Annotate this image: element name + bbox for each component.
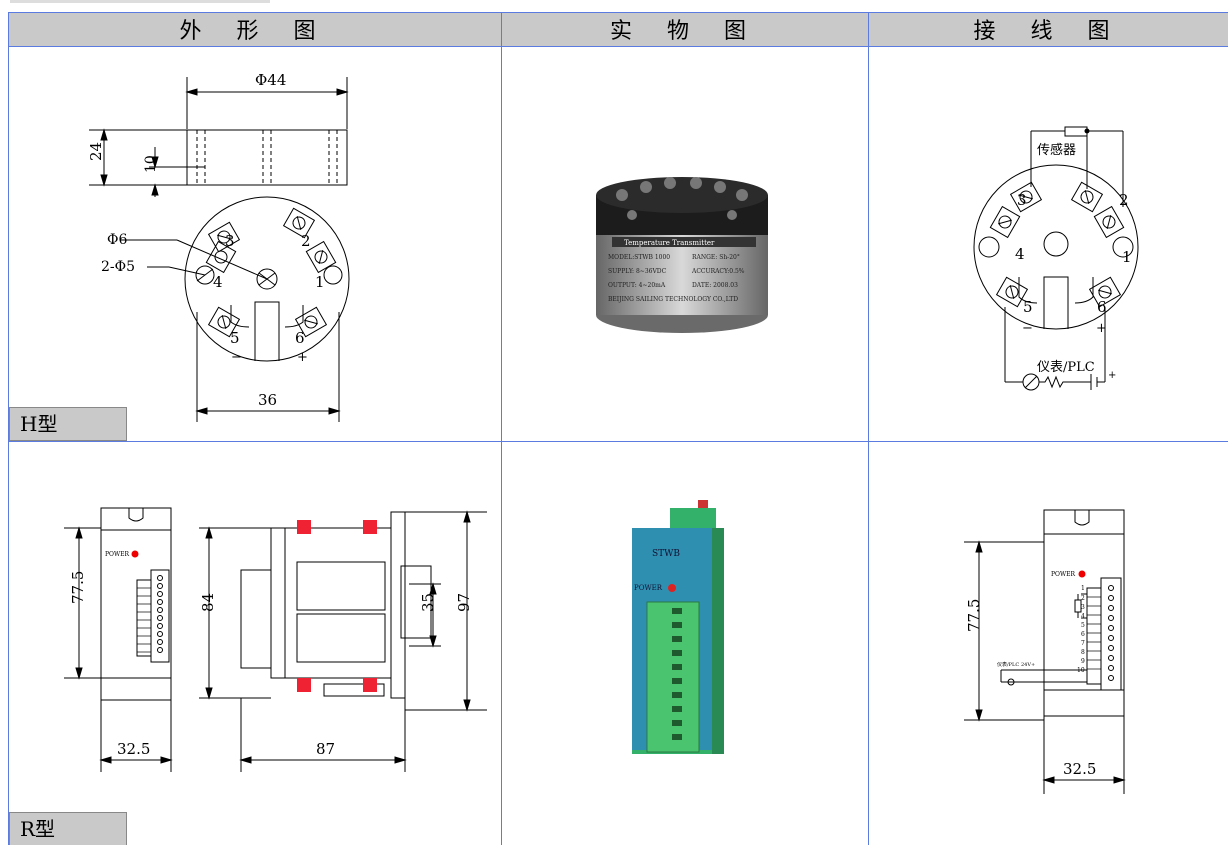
r-wiring-diagram: POWER 1 2 3 4 5 6 7 8 9 10 仪表/PLC 24V+ 7…	[964, 509, 1126, 794]
h-type-photo: Temperature Transmitter MODEL:STWB 1000 …	[502, 47, 868, 441]
header-outline: 外 形 图	[8, 12, 501, 46]
r-type-photo: STWB POWER	[502, 442, 868, 845]
photo-label-title: Temperature Transmitter	[624, 239, 715, 247]
wterm-4: 4	[1015, 245, 1025, 263]
term-2: 2	[301, 232, 311, 250]
wiring-meter-label: 仪表/PLC	[1037, 360, 1095, 375]
r-dim-97: 97	[455, 593, 473, 612]
dim-phi6: Φ6	[107, 232, 127, 248]
type-label-h: H型	[9, 407, 127, 441]
photo-label-range: RANGE: Sh-20°	[692, 254, 740, 261]
rw-term-9: 9	[1081, 658, 1085, 665]
wterm-1: 1	[1122, 248, 1132, 266]
r-type-outline-drawing: POWER 77.5 32.5 84 87 35 97 R型	[9, 442, 501, 845]
rw-dim-77-5: 77.5	[965, 599, 983, 632]
header-photo: 实 物 图	[502, 12, 868, 46]
photo-label-company: BEIJING SAILING TECHNOLOGY CO.,LTD	[608, 296, 738, 303]
dim-10: 10	[143, 155, 159, 173]
dim-24: 24	[87, 142, 105, 161]
wsign-minus: −	[1022, 321, 1033, 336]
term-5: 5	[230, 329, 240, 347]
wterm-6: 6	[1097, 298, 1107, 316]
rw-term-4: 4	[1081, 613, 1085, 620]
term-3: 3	[225, 232, 235, 250]
header-wiring: 接 线 图	[869, 12, 1228, 46]
r-dim-35: 35	[419, 593, 437, 612]
r-dim-32-5: 32.5	[117, 740, 150, 758]
r-type-wiring: POWER 1 2 3 4 5 6 7 8 9 10 仪表/PLC 24V+ 7…	[869, 442, 1228, 845]
rw-term-3: 3	[1081, 604, 1085, 611]
h-transmitter-image: Temperature Transmitter MODEL:STWB 1000 …	[596, 177, 768, 333]
rw-dim-32-5: 32.5	[1063, 760, 1096, 778]
wterm-3: 3	[1017, 191, 1027, 209]
term-6: 6	[295, 329, 305, 347]
spec-table: 外 形 图 实 物 图 接 线 图	[8, 12, 1228, 845]
h-type-wiring: 传感器 3 2 4 1 5 6 − + 仪表/PLC +	[869, 47, 1228, 441]
r-power-label: POWER	[105, 551, 130, 558]
r-transmitter-image: STWB POWER	[632, 500, 724, 754]
r-type-dimension-svg: POWER 77.5 32.5 84 87 35 97	[64, 507, 487, 772]
r-dim-84: 84	[199, 593, 217, 612]
h-type-outline-drawing: Φ44 24 10 Φ6 2-Φ5 3 2 4 1 5 6 − + 36 H型	[9, 47, 501, 441]
photo-label-date: DATE: 2008.03	[692, 282, 738, 289]
term-1: 1	[315, 273, 325, 291]
rw-term-7: 7	[1081, 640, 1085, 647]
sign-plus: +	[297, 350, 308, 365]
term-4: 4	[213, 273, 223, 291]
photo-label-supply: SUPPLY: 8~36VDC	[608, 268, 667, 275]
dim-36: 36	[258, 391, 277, 409]
dim-phi44: Φ44	[255, 71, 286, 89]
wterm-2: 2	[1119, 191, 1129, 209]
rw-term-5: 5	[1081, 622, 1085, 629]
rw-term-6: 6	[1081, 631, 1085, 638]
photo-label-model: MODEL:STWB 1000	[608, 254, 670, 261]
photo-label-output: OUTPUT: 4~20mA	[608, 282, 666, 289]
wiring-sensor-label: 传感器	[1037, 142, 1076, 158]
top-decoration	[10, 0, 270, 3]
rw-power-label: POWER	[1051, 571, 1076, 578]
photo-r-power: POWER	[634, 584, 663, 592]
photo-r-model: STWB	[652, 549, 680, 559]
r-dim-87: 87	[316, 740, 335, 758]
h-wiring-diagram: 传感器 3 2 4 1 5 6 − + 仪表/PLC +	[973, 126, 1139, 391]
rw-voltage-label: 24V+	[1021, 662, 1035, 668]
photo-label-accuracy: ACCURACY:0.5%	[691, 268, 745, 275]
wsign-plus: +	[1096, 321, 1107, 336]
rw-term-10: 10	[1077, 667, 1085, 674]
r-dim-77-5: 77.5	[69, 571, 87, 604]
h-type-dimension-svg: Φ44 24 10 Φ6 2-Φ5 3 2 4 1 5 6 − + 36	[87, 71, 350, 422]
dim-2-phi5: 2-Φ5	[101, 259, 135, 275]
rw-term-8: 8	[1081, 649, 1085, 656]
sign-minus: −	[231, 350, 242, 365]
type-label-r: R型	[9, 812, 127, 845]
wterm-5: 5	[1023, 298, 1033, 316]
rw-meter-label: 仪表/PLC	[997, 661, 1019, 668]
rw-term-1: 1	[1081, 585, 1085, 592]
wiring-loop-plus: +	[1108, 370, 1116, 381]
rw-term-2: 2	[1081, 595, 1085, 602]
